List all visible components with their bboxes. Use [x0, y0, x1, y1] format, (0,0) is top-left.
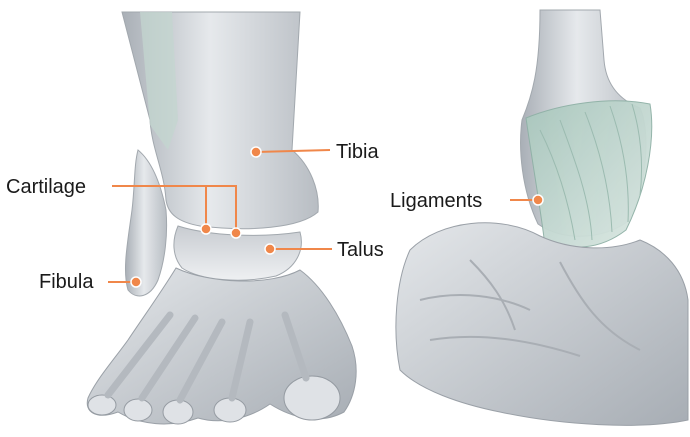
talus-dot [265, 244, 275, 254]
tibia-dot [251, 147, 261, 157]
cartilage-dot-left [201, 224, 211, 234]
side-foot-bones [396, 223, 688, 426]
cartilage-label: Cartilage [6, 176, 86, 198]
ligaments-dot [533, 195, 543, 205]
ligaments-label: Ligaments [390, 190, 482, 212]
talus-label: Talus [337, 239, 384, 261]
side-ankle-illustration [396, 10, 688, 425]
fibula-bone [125, 150, 166, 296]
cartilage-dot-right [231, 228, 241, 238]
fibula-dot [131, 277, 141, 287]
tibia-label: Tibia [336, 141, 379, 163]
front-ankle-illustration [87, 12, 356, 424]
fibula-label: Fibula [39, 271, 94, 293]
